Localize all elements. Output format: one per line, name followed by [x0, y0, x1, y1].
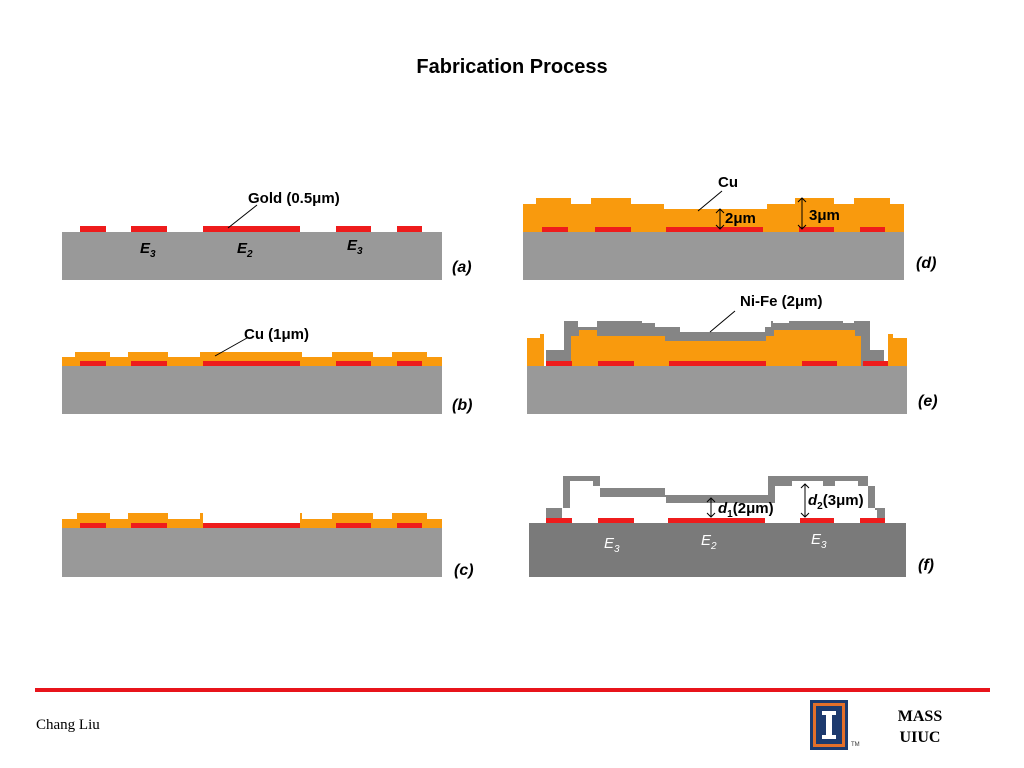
leader-line [709, 310, 736, 333]
substrate [529, 523, 906, 577]
gold-electrodes [546, 361, 888, 366]
gold-electrodes [80, 361, 422, 366]
leader-line [697, 190, 723, 212]
gap-arrow-d2 [800, 483, 810, 518]
lab-name-line: UIUC [899, 729, 941, 746]
dimension-label: 2μm [725, 210, 756, 227]
copper-sacrificial-layer [571, 330, 861, 366]
fabrication-process-diagram: Gold (0.5μm) E3 E2 E3 (a) Cu (1μm) (b) [62, 174, 938, 579]
step-c: (c) [62, 513, 474, 579]
gap-arrow-d1 [706, 497, 716, 518]
copper-annotation: Cu (1μm) [244, 326, 309, 343]
step-label: (a) [452, 259, 472, 276]
gold-annotation: Gold (0.5μm) [248, 190, 340, 207]
gold-electrodes [80, 523, 422, 528]
nife-annotation: Ni-Fe (2μm) [740, 293, 823, 310]
page-title: Fabrication Process [416, 56, 608, 78]
copper-layer [523, 198, 904, 232]
step-label: (c) [454, 562, 474, 579]
substrate [523, 232, 904, 280]
illinois-i-logo-icon [810, 700, 848, 750]
substrate [62, 528, 442, 577]
dimension-arrow-3um [797, 197, 807, 230]
gap-label-d2: d2(3μm) [808, 492, 864, 512]
gold-electrodes [546, 518, 885, 523]
step-label: (f) [918, 557, 934, 574]
copper-side [527, 334, 544, 366]
leader-line [227, 204, 258, 229]
step-b: Cu (1μm) (b) [62, 326, 472, 414]
step-label: (b) [452, 397, 472, 414]
step-f: d1(2μm) d2(3μm) E3 E2 E3 (f) [529, 476, 934, 577]
step-label: (d) [916, 255, 936, 272]
trademark-mark: TM [851, 742, 860, 748]
dimension-arrow-2um [715, 208, 725, 230]
nife-openings [580, 319, 854, 323]
gold-electrodes [542, 227, 885, 232]
author-name: Chang Liu [36, 717, 100, 733]
step-e: Ni-Fe (2μm) (e) [527, 293, 938, 414]
dimension-label: 3μm [809, 207, 840, 224]
footer-divider [35, 688, 990, 692]
gap-label-d1: d1(2μm) [718, 500, 774, 520]
copper-side [888, 334, 907, 366]
leader-line [214, 337, 248, 357]
gold-electrodes [80, 226, 422, 232]
copper-annotation: Cu [718, 174, 738, 191]
step-label: (e) [918, 393, 938, 410]
step-a: Gold (0.5μm) E3 E2 E3 (a) [62, 190, 472, 280]
lab-name-line: MASS [897, 708, 943, 725]
lab-name: MASS UIUC [878, 706, 962, 748]
substrate [527, 366, 907, 414]
step-d: Cu 2μm 3μm (d) [523, 174, 936, 280]
substrate [62, 232, 442, 280]
substrate [62, 366, 442, 414]
nife-suspended-structure [546, 476, 885, 523]
